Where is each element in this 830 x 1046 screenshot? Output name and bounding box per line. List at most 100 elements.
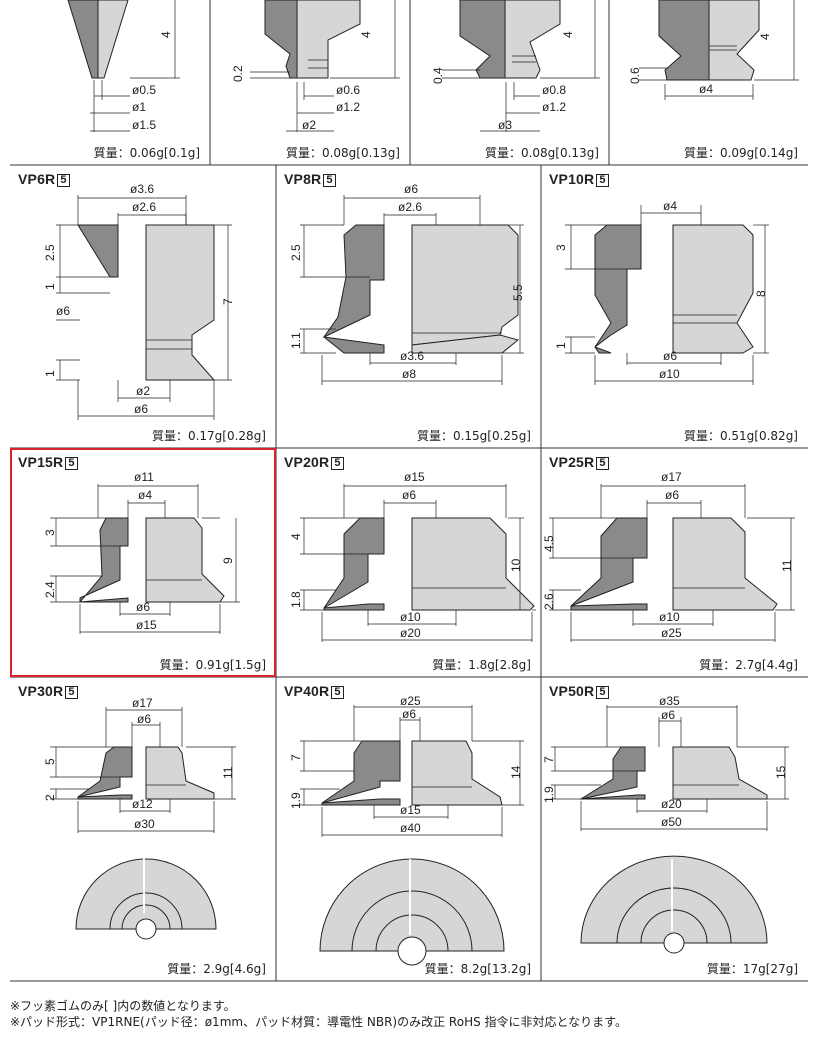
dim-height: 4 xyxy=(159,31,173,38)
dim-height: 4 xyxy=(359,31,373,38)
pad-drawing-vp25r: ø17 ø6 11 4.5 2.6 ø10 ø25 xyxy=(542,470,795,642)
dim-label: ø6 xyxy=(134,402,148,416)
dim-label: 8 xyxy=(754,290,768,297)
dim-label: ø6 xyxy=(137,712,151,726)
mass-label: 質量：0.08g[0.13g] xyxy=(285,146,400,160)
dim-label: 4.5 xyxy=(542,535,556,552)
mass-label: 質量：0.15g[0.25g] xyxy=(416,429,531,443)
footnote-2: ※パッド形式：VP1RNE(パッド径：ø1mm、パッド材質：導電性 NBR)のみ… xyxy=(10,1015,627,1029)
dim-label: ø2 xyxy=(302,118,316,132)
size-badge: 5 xyxy=(65,457,78,470)
dim-label: ø0.8 xyxy=(542,83,566,97)
dim-height: 4 xyxy=(561,31,575,38)
dim-label: ø6 xyxy=(56,304,70,318)
dim-lip: 0.4 xyxy=(431,67,445,84)
size-badge: 5 xyxy=(331,686,344,699)
dim-label: ø25 xyxy=(400,694,421,708)
mass-label: 質量：2.9g[4.6g] xyxy=(167,962,266,976)
dim-label: ø20 xyxy=(661,797,682,811)
cell-top-2: 4 0.2 ø0.6 ø1.2 ø2 質量：0.08g[0.13g] xyxy=(210,0,410,165)
footnote-1: ※フッ素ゴムのみ[ ]内の数値となります。 xyxy=(10,999,236,1013)
dim-lip: 0.2 xyxy=(231,65,245,82)
pad-drawing-vp40r: ø25 ø6 14 7 1.9 ø15 ø40 xyxy=(289,694,524,966)
dim-label: 2 xyxy=(43,794,57,801)
mass-label: 質量：0.08g[0.13g] xyxy=(484,146,599,160)
dim-label: ø6 xyxy=(661,708,675,722)
dim-label: 1.1 xyxy=(289,332,303,349)
dim-label: ø1 xyxy=(132,100,146,114)
pad-drawing-vp50r: ø35 ø6 15 7 1.9 ø20 ø50 xyxy=(542,694,789,954)
dim-label: 1.9 xyxy=(542,786,556,803)
dim-label: ø8 xyxy=(402,367,416,381)
dim-lip: 0.6 xyxy=(628,67,642,84)
pad-drawing-vp8r: ø6 ø2.6 5.5 2.5 1.1 ø3.6 ø8 xyxy=(289,182,525,385)
dim-label: 2.5 xyxy=(43,244,57,261)
dim-label: ø50 xyxy=(661,815,682,829)
dim-label: ø12 xyxy=(132,797,153,811)
dim-label: ø17 xyxy=(661,470,682,484)
dim-label: ø4 xyxy=(138,488,152,502)
dim-label: ø11 xyxy=(134,470,154,484)
dim-label: ø15 xyxy=(136,618,157,632)
dim-label: 1.9 xyxy=(289,792,303,809)
dim-label: 1 xyxy=(43,370,57,377)
dim-label: ø20 xyxy=(400,626,421,640)
mass-label: 質量：0.51g[0.82g] xyxy=(683,429,798,443)
pad-drawing-vp6r: ø3.6 ø2.6 7 2.5 1 ø6 1 ø2 xyxy=(43,182,235,420)
dim-label: 7 xyxy=(221,298,235,305)
selected-highlight xyxy=(10,448,276,677)
dim-label: ø6 xyxy=(665,488,679,502)
dim-label: ø30 xyxy=(134,817,155,831)
dim-label: 1.8 xyxy=(289,591,303,608)
dim-label: 1 xyxy=(43,283,57,290)
dim-label: ø15 xyxy=(404,470,425,484)
pad-drawing-top-4: 4 0.6 ø4 xyxy=(628,0,799,100)
dim-label: 7 xyxy=(542,756,556,763)
dim-label: ø25 xyxy=(661,626,682,640)
pad-drawing-vp15r: ø11 ø4 9 3 2.4 ø6 ø15 xyxy=(43,470,240,634)
size-badge: 5 xyxy=(331,457,344,470)
dim-label: ø2 xyxy=(136,384,150,398)
dim-label: ø6 xyxy=(136,600,150,614)
mass-label: 質量：2.7g[4.4g] xyxy=(699,658,798,672)
pad-drawing-vp30r: ø17 ø6 11 5 2 ø12 ø30 xyxy=(43,696,236,940)
cell-top-3: 4 0.4 ø0.8 ø1.2 ø3 質量：0.08g[0.13g] xyxy=(410,0,609,165)
mass-label: 質量：0.91g[1.5g] xyxy=(159,658,266,672)
size-badge: 5 xyxy=(596,457,609,470)
dim-label: ø15 xyxy=(400,803,421,817)
dim-label: 2.5 xyxy=(289,244,303,261)
dim-label: ø4 xyxy=(699,82,713,96)
dim-label: 15 xyxy=(774,765,788,779)
dim-label: 2.6 xyxy=(542,593,556,610)
cell-top-1: 4 ø0.5 ø1 ø1.5 質量：0.06g[0.1g] xyxy=(10,0,210,165)
dim-label: 14 xyxy=(509,765,523,779)
dim-label: ø6 xyxy=(402,707,416,721)
dim-label: ø2.6 xyxy=(132,200,156,214)
dim-label: ø2.6 xyxy=(398,200,422,214)
dim-label: 2.4 xyxy=(43,581,57,598)
dim-label: ø6 xyxy=(663,349,677,363)
dim-label: ø3.6 xyxy=(400,349,424,363)
dim-label: ø40 xyxy=(400,821,421,835)
dim-label: 11 xyxy=(780,559,794,572)
dim-label: ø0.6 xyxy=(336,83,360,97)
footnotes: ※フッ素ゴムのみ[ ]内の数値となります。 ※パッド形式：VP1RNE(パッド径… xyxy=(10,998,627,1030)
dim-label: 11 xyxy=(221,766,235,779)
dim-label: 5.5 xyxy=(511,284,525,301)
size-badge: 5 xyxy=(65,686,78,699)
dim-label: ø35 xyxy=(659,694,680,708)
